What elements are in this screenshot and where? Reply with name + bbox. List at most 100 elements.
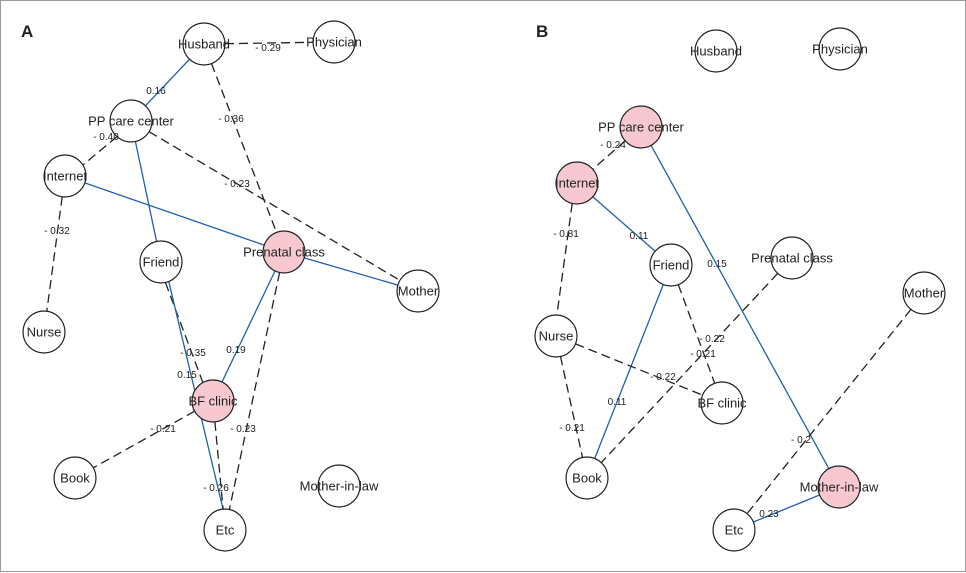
node-label-pp-care-center: PP care center [598, 120, 684, 135]
panel-a-label: A [21, 22, 33, 41]
edge-weight-internet-nurse: - 0.81 [553, 229, 579, 240]
node-bf-clinic: BF clinic [188, 379, 238, 423]
edge-internet-nurse [46, 196, 63, 312]
node-label-mother: Mother [398, 284, 439, 299]
edge-pp-care-center-friend [134, 141, 158, 242]
node-circle-physician [312, 20, 356, 64]
edge-weight-pp-care-center-internet: - 0.40 [93, 132, 119, 143]
node-mother-in-law: Mother-in-law [800, 465, 879, 509]
edge-bf-clinic-book [92, 410, 196, 469]
edge-nurse-book [559, 356, 584, 458]
node-label-nurse: Nurse [27, 325, 62, 340]
node-circle-mother [902, 271, 946, 315]
node-circle-nurse [534, 314, 578, 358]
node-circle-husband [182, 22, 226, 66]
edge-weight-internet-friend: 0.11 [630, 231, 649, 242]
edge-weight-pp-care-center-mother: - 0.23 [224, 179, 250, 190]
node-circle-book [565, 456, 609, 500]
node-pp-care-center: PP care center [88, 99, 175, 143]
edge-weight-prenatal-class-book: - 0.21 [690, 349, 716, 360]
edge-mother-etc [746, 308, 912, 515]
node-label-physician: Physician [812, 42, 868, 57]
node-friend: Friend [649, 243, 693, 287]
edge-weight-prenatal-class-bf-clinic: 0.19 [226, 345, 246, 356]
edge-pp-care-center-internet [592, 140, 626, 170]
node-circle-husband [694, 29, 738, 73]
edge-weight-mother-etc: - 0.2 [791, 435, 811, 446]
edge-prenatal-class-mother [304, 257, 398, 286]
node-physician: Physician [812, 27, 868, 71]
node-label-physician: Physician [306, 35, 362, 50]
edge-prenatal-class-etc [228, 272, 281, 510]
node-circle-internet [43, 154, 87, 198]
panel-a-edges [46, 41, 401, 510]
node-circle-book [53, 456, 97, 500]
node-label-husband: Husband [690, 44, 742, 59]
node-circle-bf-clinic [700, 381, 744, 425]
edge-internet-nurse [556, 203, 573, 315]
node-label-internet: Internet [43, 169, 87, 184]
edge-friend-bf-clinic [164, 282, 204, 383]
edge-weight-pp-care-center-mother-in-law: 0.15 [707, 259, 727, 270]
edge-internet-prenatal-class [84, 182, 265, 246]
node-label-etc: Etc [216, 523, 235, 538]
node-book: Book [53, 456, 97, 500]
edge-nurse-bf-clinic [575, 343, 703, 396]
edge-pp-care-center-mother [148, 131, 401, 281]
node-label-mother-in-law: Mother-in-law [800, 480, 879, 495]
edge-prenatal-class-bf-clinic [221, 270, 276, 383]
node-label-pp-care-center: PP care center [88, 114, 174, 129]
node-mother-in-law: Mother-in-law [300, 464, 379, 508]
node-circle-prenatal-class [262, 230, 306, 274]
node-mother: Mother [396, 269, 440, 313]
edge-pp-care-center-mother-in-law [650, 145, 830, 469]
edge-etc-mother-in-law [753, 494, 820, 523]
node-pp-care-center: PP care center [598, 105, 685, 149]
node-circle-etc [712, 508, 756, 552]
edge-pp-care-center-internet [82, 136, 118, 166]
edge-internet-friend [592, 196, 656, 252]
node-circle-mother-in-law [817, 465, 861, 509]
node-label-nurse: Nurse [539, 329, 574, 344]
panel-a: A Husband Physician PP care centerInternet… [21, 20, 440, 552]
edge-weight-internet-nurse: - 0.32 [44, 226, 70, 237]
panel-b-nodes: Husband Physician PP care centerInternetFr… [534, 27, 946, 552]
edge-weight-husband-physician: - 0.29 [255, 43, 281, 54]
edge-husband-prenatal-class [210, 63, 278, 233]
node-circle-bf-clinic [191, 379, 235, 423]
edge-weight-etc-mother-in-law: 0.23 [759, 509, 779, 520]
node-circle-mother [396, 269, 440, 313]
node-circle-prenatal-class [770, 236, 814, 280]
panel-b-label: B [536, 22, 548, 41]
edge-weight-friend-etc: 0.15 [177, 370, 197, 381]
panel-b-edges [556, 140, 912, 523]
edge-friend-bf-clinic [677, 284, 716, 384]
node-circle-friend [649, 243, 693, 287]
node-label-etc: Etc [725, 523, 744, 538]
panel-a-edge-labels: - 0.290.16- 0.36- 0.40- 0.23- 0.32- 0.35… [44, 43, 281, 494]
node-prenatal-class: Prenatal class [751, 236, 833, 280]
node-circle-internet [555, 161, 599, 205]
node-circle-pp-care-center [619, 105, 663, 149]
node-circle-pp-care-center [109, 99, 153, 143]
node-label-mother: Mother [904, 286, 945, 301]
edge-weight-friend-bf-clinic: - 0.35 [180, 348, 206, 359]
node-internet: Internet [555, 161, 599, 205]
node-mother: Mother [902, 271, 946, 315]
node-circle-physician [818, 27, 862, 71]
node-husband: Husband [690, 29, 742, 73]
edge-husband-pp-care-center [144, 58, 191, 107]
node-label-husband: Husband [178, 37, 230, 52]
node-label-internet: Internet [555, 176, 599, 191]
node-prenatal-class: Prenatal class [243, 230, 325, 274]
edge-friend-book [594, 284, 664, 459]
node-label-book: Book [572, 471, 602, 486]
node-internet: Internet [43, 154, 87, 198]
node-nurse: Nurse [22, 310, 66, 354]
edge-weight-bf-clinic-book: - 0.21 [150, 424, 176, 435]
node-label-prenatal-class: Prenatal class [751, 251, 833, 266]
edge-weight-bf-clinic-etc: - 0.26 [203, 483, 229, 494]
